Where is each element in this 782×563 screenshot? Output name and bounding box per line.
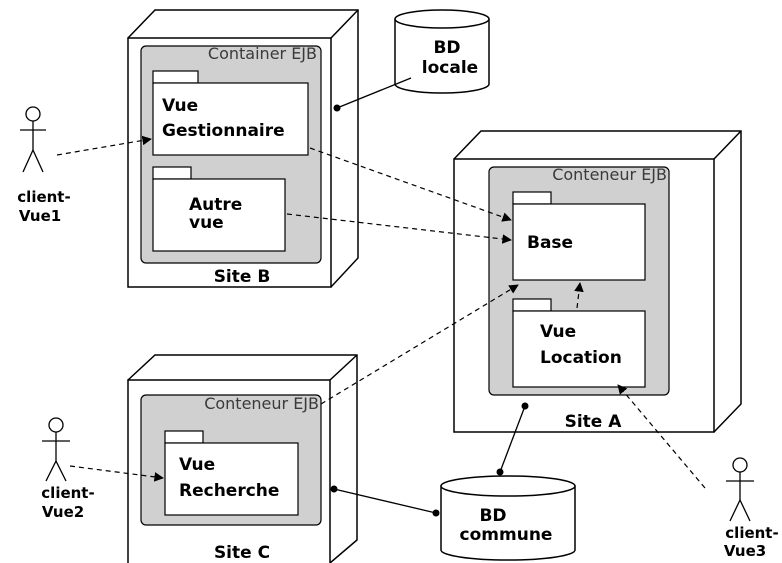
dep-client2-to-vue-recherche <box>69 465 164 482</box>
actor-client-vue1-line2: Vue1 <box>19 207 61 225</box>
actor-client-vue1-line1: client- <box>17 188 70 206</box>
actor-client-vue2-icon <box>42 417 70 482</box>
actor-client-vue3-line1: client- <box>725 524 778 542</box>
package-autre-vue-line2: vue <box>189 213 224 233</box>
package-vue-recherche-line2: Recherche <box>179 481 279 501</box>
container-site-b-label: Container EJB <box>208 44 317 63</box>
dep-location-to-base <box>574 282 584 309</box>
actor-client-vue1[interactable]: client- Vue1 <box>17 106 71 225</box>
dep-client3-to-vue-location <box>617 384 706 489</box>
database-bd-commune-line2: commune <box>460 525 553 545</box>
database-bd-commune-line1: BD <box>479 506 506 526</box>
link-site-a-to-bd-commune <box>499 405 526 473</box>
node-site-c-label: Site C <box>214 543 270 563</box>
database-bd-commune[interactable]: BD commune <box>440 475 576 561</box>
solid-connections <box>330 77 529 517</box>
database-bd-locale[interactable]: BD locale <box>394 9 490 94</box>
dep-recherche-container-to-base <box>320 284 519 405</box>
package-vue-location[interactable]: Vue Location <box>512 298 646 388</box>
package-vue-recherche[interactable]: Vue Recherche <box>164 430 299 516</box>
package-vue-recherche-line1: Vue <box>179 455 215 475</box>
actor-client-vue3-line2: Vue3 <box>724 542 766 560</box>
package-vue-gestionnaire-line2: Gestionnaire <box>162 121 285 141</box>
package-autre-vue[interactable]: Autre vue <box>152 166 286 252</box>
actor-client-vue3-icon <box>726 457 754 522</box>
package-vue-location-line2: Location <box>540 348 622 368</box>
container-site-c-label: Conteneur EJB <box>204 394 319 413</box>
dep-autre-vue-to-base <box>286 213 512 244</box>
dep-client1-to-vue-gestionnaire <box>56 135 152 156</box>
link-site-b-to-bd-locale <box>336 77 412 109</box>
package-vue-gestionnaire-line1: Vue <box>162 96 198 116</box>
package-autre-vue-line1: Autre <box>189 195 242 215</box>
package-vue-location-line1: Vue <box>540 322 576 342</box>
actor-client-vue2[interactable]: client- Vue2 <box>41 417 95 521</box>
actor-client-vue1-icon <box>20 106 46 173</box>
actor-client-vue2-line2: Vue2 <box>42 503 84 521</box>
actor-client-vue2-line1: client- <box>41 484 94 502</box>
node-site-b-label: Site B <box>214 267 271 287</box>
package-base-line1: Base <box>527 233 573 253</box>
link-site-c-to-bd-commune <box>333 488 437 514</box>
container-site-a-label: Conteneur EJB <box>552 165 667 184</box>
dependency-arrows <box>56 135 706 489</box>
database-bd-locale-line1: BD <box>433 38 460 58</box>
node-site-a-label: Site A <box>565 412 623 432</box>
database-bd-locale-line2: locale <box>422 58 478 78</box>
actor-client-vue3[interactable]: client- Vue3 <box>724 457 779 560</box>
package-vue-gestionnaire[interactable]: Vue Gestionnaire <box>152 70 309 156</box>
package-base[interactable]: Base <box>512 191 646 281</box>
